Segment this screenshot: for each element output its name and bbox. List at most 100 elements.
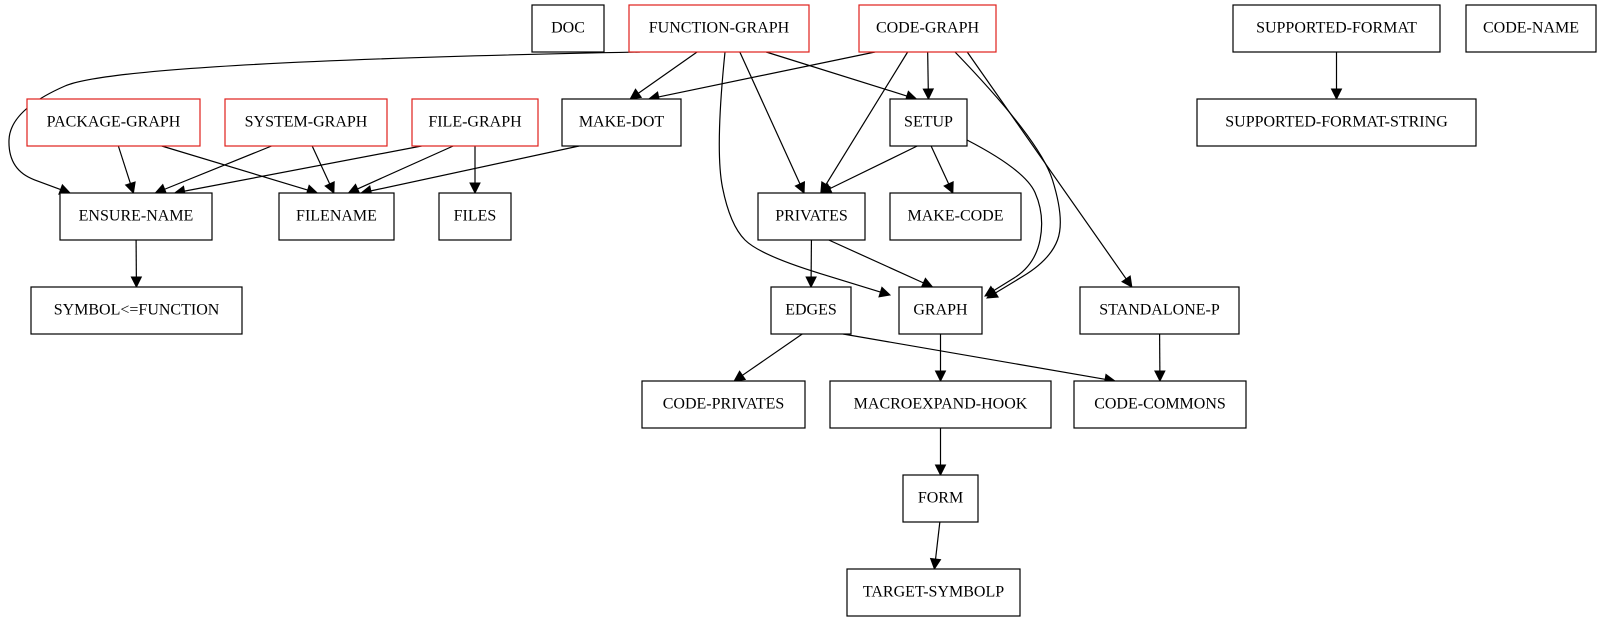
edge-line [825,51,909,185]
node-code-name-label: CODE-NAME [1483,20,1579,37]
edge-standalone-p-to-code-commons [1154,333,1166,383]
node-standalone-p: STANDALONE-P [1079,286,1240,335]
node-filename-label: FILENAME [296,208,377,225]
edge-arrowhead [733,370,747,382]
node-edges-label: EDGES [785,302,837,319]
edge-line [161,145,308,191]
edge-line [966,139,1043,292]
node-symbol-function-label: SYMBOL<=FUNCTION [54,302,220,319]
node-code-privates: CODE-PRIVATES [641,380,806,429]
node-supported-format-label: SUPPORTED-FORMAT [1256,20,1417,37]
node-make-dot-label: MAKE-DOT [579,114,665,131]
node-ensure-name: ENSURE-NAME [59,192,213,241]
node-make-code-label: MAKE-CODE [908,208,1004,225]
edge-line [842,333,1106,380]
edge-code-graph-to-make-dot [647,51,876,103]
node-supported-format: SUPPORTED-FORMAT [1232,4,1441,53]
edge-line [829,145,918,190]
node-edges: EDGES [770,286,852,335]
edge-privates-to-graph [828,239,934,288]
edge-line [765,51,908,97]
node-macroexpand-hook-label: MACROEXPAND-HOOK [854,396,1028,413]
node-doc: DOC [531,4,605,53]
node-code-graph: CODE-GRAPH [858,4,997,53]
node-code-commons: CODE-COMMONS [1073,380,1247,429]
edge-line [954,51,1061,294]
node-layer: DOC FUNCTION-GRAPH CODE-GRAPH SUPPORTED-… [26,4,1597,617]
edge-arrowhead [1330,88,1343,101]
edge-line [966,51,1127,280]
edge-setup-to-make-code [930,145,954,195]
node-code-name: CODE-NAME [1465,4,1597,53]
edge-arrowhead [922,88,935,101]
edge-line [718,51,881,293]
node-form-label: FORM [918,490,963,507]
edge-arrowhead [934,464,947,477]
edge-system-graph-to-ensure-name [154,145,272,195]
edge-line [370,145,580,192]
node-privates: PRIVATES [757,192,866,241]
node-make-code: MAKE-CODE [889,192,1022,241]
edge-arrowhead [347,183,361,195]
edge-line [742,333,803,376]
edge-line [658,51,876,98]
node-filename: FILENAME [278,192,395,241]
edge-arrowhead [1154,370,1166,383]
edge-line [934,521,941,560]
node-doc-label: DOC [551,20,585,37]
node-file-graph: FILE-GRAPH [411,98,539,147]
node-system-graph-label: SYSTEM-GRAPH [245,114,368,131]
node-graph: GRAPH [898,286,983,335]
edge-form-to-target-symbolp [929,521,942,571]
edge-line [930,145,950,185]
node-supported-format-string: SUPPORTED-FORMAT-STRING [1196,98,1477,147]
edge-arrowhead [878,286,892,298]
edge-supported-format-to-supported-format-string [1330,52,1343,101]
edge-line [357,145,454,190]
node-package-graph: PACKAGE-GRAPH [26,98,201,147]
edge-macroexpand-hook-to-form [934,428,947,477]
node-target-symbolp: TARGET-SYMBOLP [846,568,1021,617]
edge-function-graph-to-make-dot [629,51,698,100]
node-target-symbolp-label: TARGET-SYMBOLP [863,584,1004,601]
node-function-graph: FUNCTION-GRAPH [628,4,810,53]
edge-arrowhead [324,181,335,195]
edge-graph-to-macroexpand-hook [934,334,947,383]
edge-code-graph-to-graph [954,51,1061,299]
node-standalone-p-label: STANDALONE-P [1099,302,1220,319]
edge-ensure-name-to-symbol-function [130,239,143,289]
edge-arrowhead [920,277,934,288]
edge-edges-to-code-privates [733,333,803,382]
edge-edges-to-code-commons [842,333,1117,385]
node-macroexpand-hook: MACROEXPAND-HOOK [829,380,1052,429]
edge-file-graph-to-files [469,146,481,195]
edge-function-graph-to-privates [739,51,806,195]
node-graph-label: GRAPH [913,302,968,319]
node-privates-label: PRIVATES [775,208,848,225]
edge-file-graph-to-filename [347,145,454,195]
edge-arrowhead [934,370,947,383]
edge-setup-to-graph [966,139,1043,297]
edge-line [739,51,801,185]
edge-arrowhead [984,285,997,297]
edge-line [8,51,641,191]
edge-code-graph-to-setup [922,51,935,101]
edge-arrowhead [794,181,806,195]
edge-arrowhead [929,557,942,571]
node-code-commons-label: CODE-COMMONS [1094,396,1226,413]
node-symbol-function: SYMBOL<=FUNCTION [30,286,243,335]
edge-make-dot-to-filename [359,145,580,197]
node-form: FORM [902,474,979,523]
node-setup: SETUP [889,98,968,147]
edge-arrowhead [943,181,954,195]
node-file-graph-label: FILE-GRAPH [428,114,522,131]
edge-arrowhead [805,276,817,289]
edge-line [638,51,698,94]
node-make-dot: MAKE-DOT [561,98,682,147]
edge-line [184,145,422,192]
edge-function-graph-to-graph [718,51,892,298]
edge-code-graph-to-standalone-p [966,51,1133,288]
node-package-graph-label: PACKAGE-GRAPH [47,114,181,131]
edge-arrowhead [130,276,143,289]
